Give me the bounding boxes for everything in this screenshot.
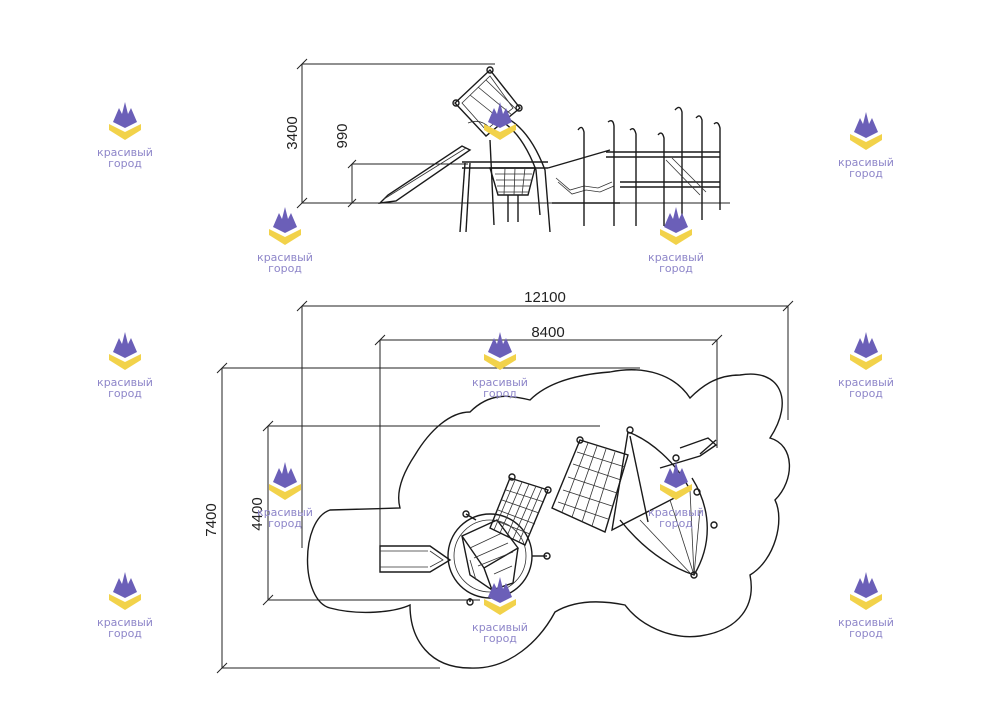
watermark-line2: город (108, 157, 142, 170)
watermark: красивый город (460, 330, 540, 399)
dim-label-990: 990 (334, 123, 351, 148)
dimension-8400: 8400 (374, 324, 723, 572)
watermark-logo-icon (269, 207, 301, 245)
watermark-logo-icon (109, 572, 141, 610)
watermark-line2: город (108, 627, 142, 640)
watermark-logo-icon (269, 462, 301, 500)
watermark-logo-icon (660, 462, 692, 500)
watermark-line1: красивый (838, 156, 894, 169)
watermark-line2: город (483, 387, 517, 400)
watermark: красивый город (85, 100, 165, 169)
watermark-logo-icon (484, 577, 516, 615)
watermark-line2: город (268, 517, 302, 530)
watermark-logo-icon (850, 112, 882, 150)
watermark: красивый город (636, 205, 716, 274)
watermark-line2: город (659, 262, 693, 275)
watermark-line1: красивый (257, 506, 313, 519)
watermark-logo-icon (850, 332, 882, 370)
watermark: красивый город (245, 205, 325, 274)
side-net-bridge (489, 167, 536, 222)
watermark-line2: город (268, 262, 302, 275)
watermark-logo-icon (109, 332, 141, 370)
watermark: красивый город (245, 460, 325, 529)
dimension-3400: 3400 (284, 58, 495, 209)
watermark-line1: красивый (257, 251, 313, 264)
watermark-logo-icon (850, 572, 882, 610)
plan-slide (379, 545, 452, 573)
watermark-logo-icon (484, 332, 516, 370)
dim-label-4400: 4400 (249, 497, 266, 530)
watermark: красивый город (460, 575, 540, 644)
watermark-line1: красивый (472, 376, 528, 389)
watermark-line2: город (849, 627, 883, 640)
watermark-line1: красивый (472, 621, 528, 634)
dim-label-12100: 12100 (524, 289, 566, 306)
dimension-12100: 12100 (296, 289, 794, 548)
watermark-line1: красивый (97, 376, 153, 389)
watermark: красивый город (826, 110, 906, 179)
watermark: красивый город (826, 330, 906, 399)
watermark-line1: красивый (648, 506, 704, 519)
watermark-line1: красивый (838, 616, 894, 629)
watermark-line2: город (108, 387, 142, 400)
watermark: красивый город (636, 460, 716, 529)
dim-label-3400: 3400 (284, 116, 301, 149)
watermark-logo-icon (109, 102, 141, 140)
dim-label-7400: 7400 (203, 503, 220, 536)
plan-climbing-net (551, 426, 634, 533)
safety-zone-outline (306, 369, 791, 669)
watermark: красивый город (85, 330, 165, 399)
watermark-line1: красивый (97, 616, 153, 629)
dimension-4400: 4400 (249, 420, 600, 606)
watermark: красивый город (826, 570, 906, 639)
dimension-7400: 7400 (203, 362, 640, 674)
watermark: красивый город (85, 570, 165, 639)
watermark-line2: город (483, 632, 517, 645)
watermark-line2: город (849, 167, 883, 180)
watermark-line1: красивый (838, 376, 894, 389)
watermark-line1: красивый (648, 251, 704, 264)
side-posts (547, 106, 721, 226)
watermark-line2: город (659, 517, 693, 530)
watermark-logo-icon (660, 207, 692, 245)
dim-label-8400: 8400 (531, 324, 564, 341)
plan-net-bridge (489, 473, 552, 546)
plan-view: 12100 8400 7400 4400 (203, 289, 794, 674)
watermark-line1: красивый (97, 146, 153, 159)
watermark (460, 100, 540, 147)
watermark-line2: город (849, 387, 883, 400)
side-slide (378, 145, 472, 204)
watermark-logo-icon (484, 102, 516, 140)
